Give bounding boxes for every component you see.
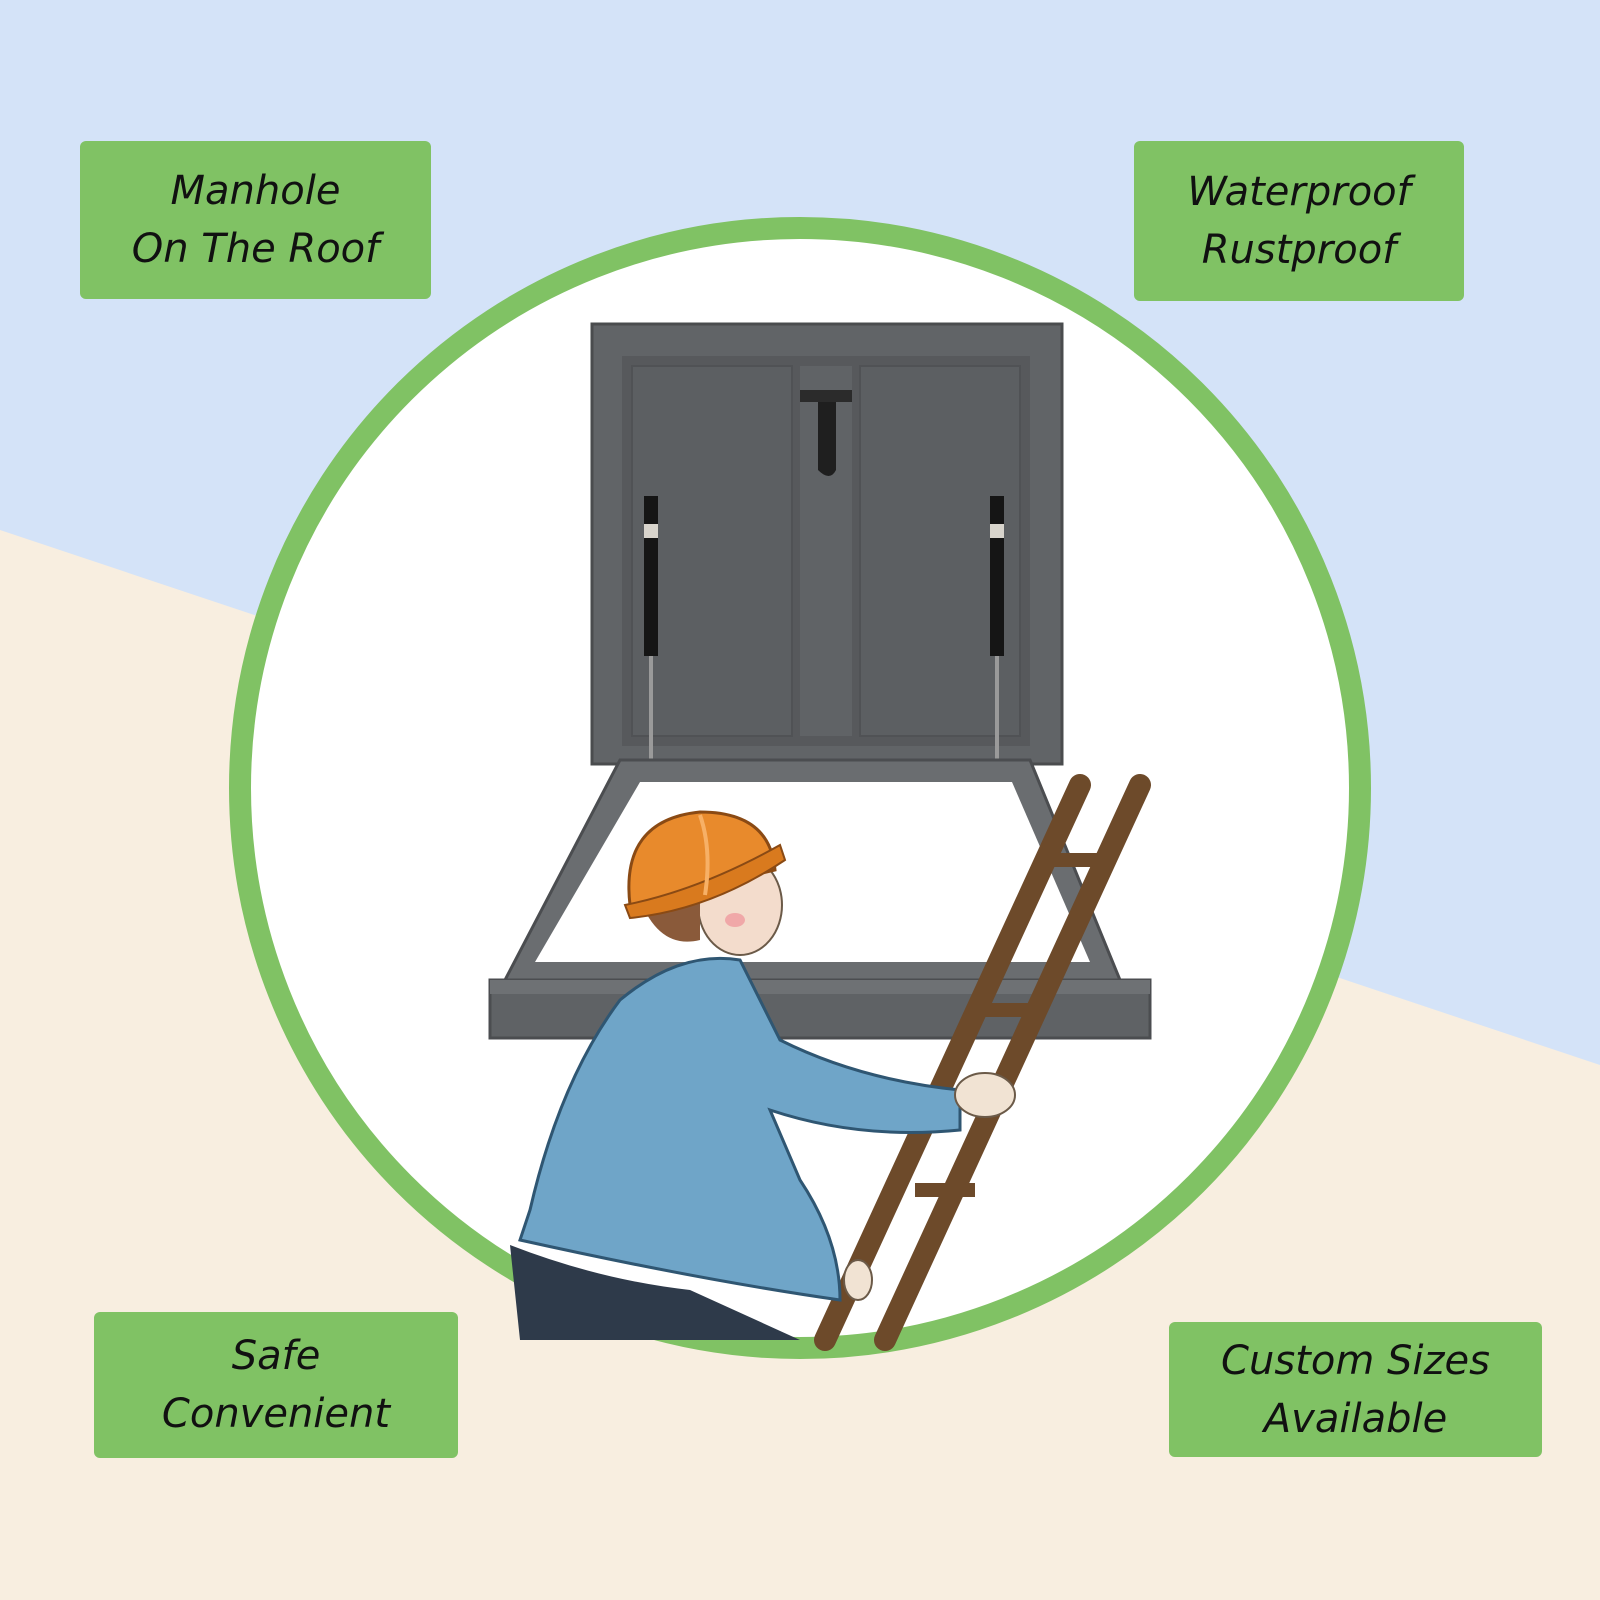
hard-hat-icon	[623, 810, 787, 920]
worker-figure-icon	[510, 810, 1016, 1340]
feature-label-safe: Safe Convenient	[94, 1312, 458, 1458]
feature-label-line2: On The Roof	[131, 226, 380, 272]
feature-label-roof-manhole: Manhole On The Roof	[80, 141, 431, 299]
feature-label-line1: Safe	[231, 1333, 321, 1379]
feature-label-line1: Waterproof	[1187, 169, 1411, 215]
hatch-handle-icon	[800, 390, 852, 476]
feature-label-line2: Available	[1263, 1395, 1448, 1442]
feature-label-custom-sizes: Custom Sizes Available	[1169, 1322, 1542, 1457]
ladder-icon	[814, 774, 1151, 1351]
feature-label-line1: Custom Sizes	[1221, 1337, 1490, 1384]
feature-label-line2: Convenient	[161, 1391, 391, 1437]
feature-label-line2: Rustproof	[1201, 227, 1397, 273]
feature-label-waterproof: Waterproof Rustproof	[1134, 141, 1464, 301]
feature-label-line1: Manhole	[170, 168, 341, 214]
roof-hatch	[488, 322, 1152, 1040]
